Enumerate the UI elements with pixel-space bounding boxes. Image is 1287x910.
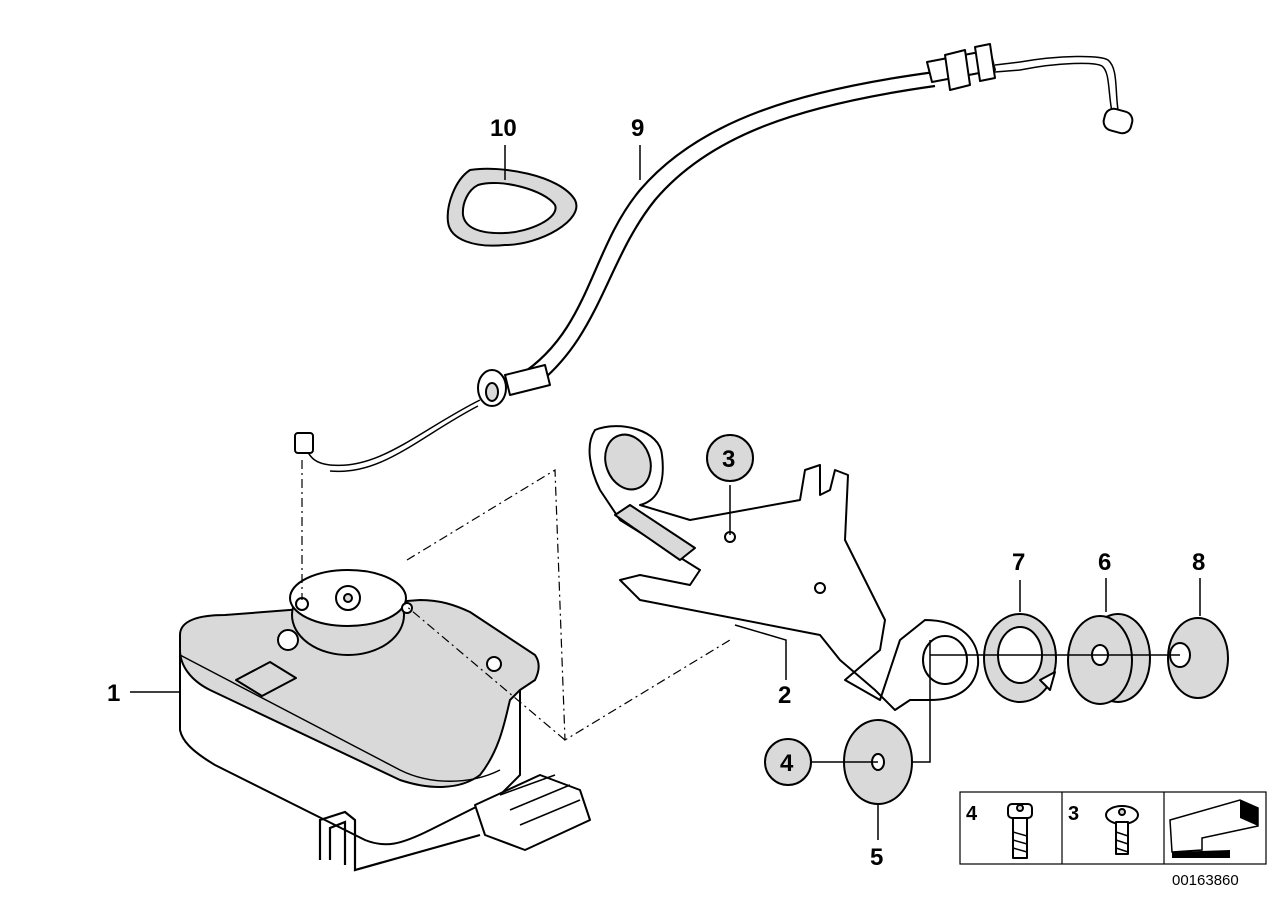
cable-assembly [294, 43, 1134, 473]
bolt-icon [1007, 803, 1033, 859]
callout-leaders [130, 145, 1201, 840]
callout-3: 3 [722, 446, 735, 473]
flanged-washer [1167, 617, 1229, 699]
document-number: 00163860 [1172, 872, 1239, 889]
sleeve [983, 613, 1057, 703]
legend-label-4: 4 [966, 803, 978, 825]
reservoir [179, 569, 591, 872]
legend-label-3: 3 [1068, 803, 1079, 825]
screw-icon [1105, 805, 1139, 855]
callout-4: 4 [780, 750, 794, 777]
arrow-icon [1169, 799, 1259, 858]
callout-6: 6 [1098, 549, 1111, 576]
callout-7: 7 [1012, 549, 1025, 576]
callout-10: 10 [490, 115, 517, 142]
washer [810, 640, 931, 805]
callout-8: 8 [1192, 549, 1205, 576]
grommet [446, 167, 578, 247]
callout-5: 5 [870, 844, 883, 871]
callout-1: 1 [107, 680, 120, 707]
callout-9: 9 [631, 115, 644, 142]
callout-3-circle [706, 434, 754, 482]
callout-4-circle [764, 738, 812, 786]
bracket [588, 425, 980, 711]
rubber-mount [1067, 613, 1151, 705]
callout-2: 2 [778, 682, 791, 709]
fastener-legend: 4 3 [959, 791, 1267, 865]
assembly-guide-lines [301, 460, 731, 742]
